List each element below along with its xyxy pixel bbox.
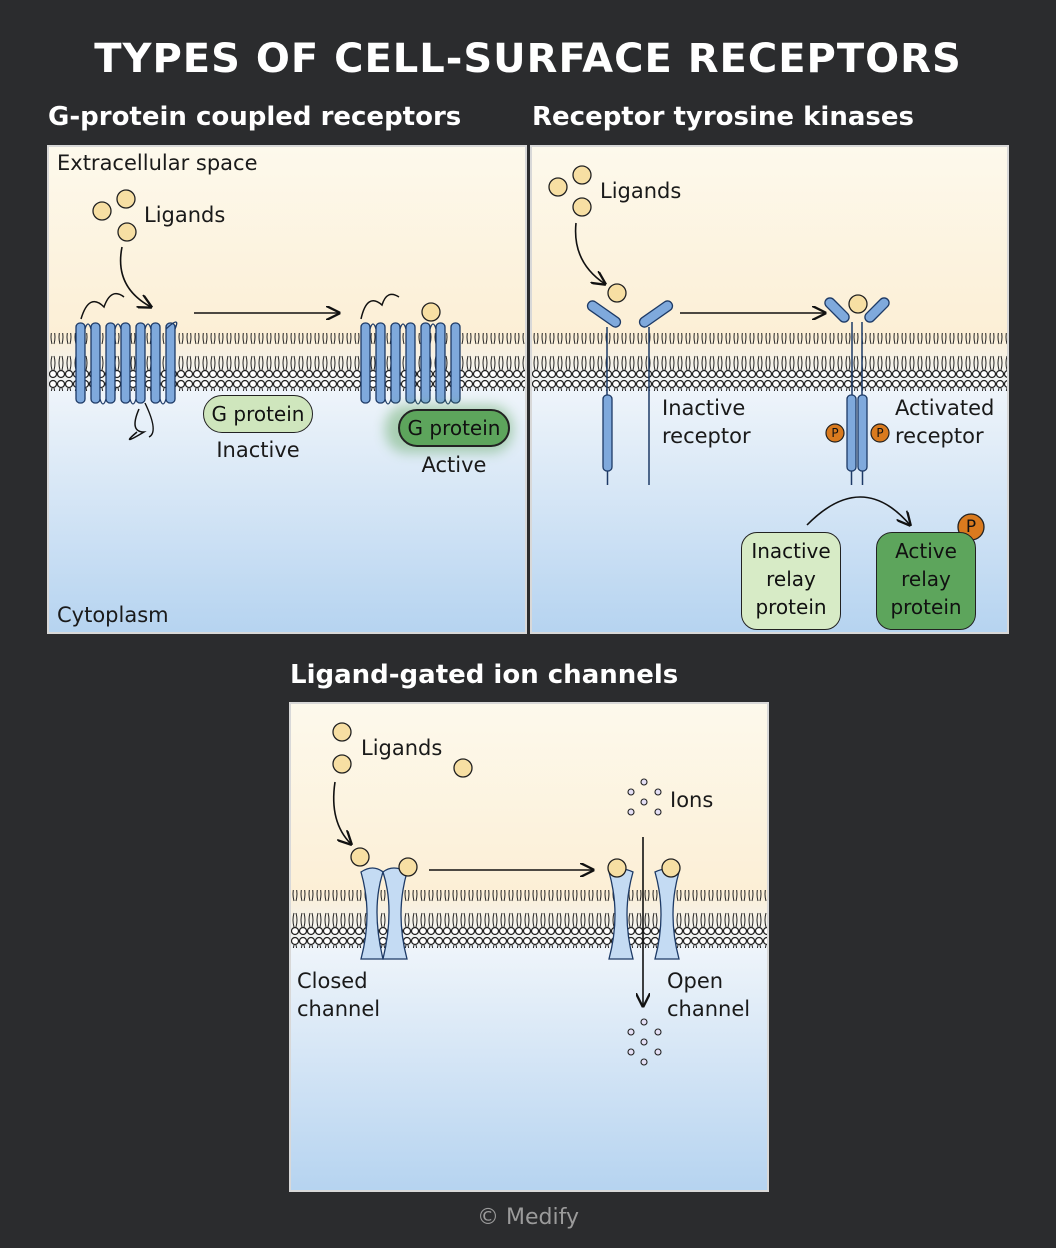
gpcr-ligands-label: Ligands — [144, 203, 226, 227]
phosphate-right — [870, 423, 890, 443]
phosphate-left-label: P — [831, 426, 839, 440]
gpcr-panel: Extracellular space Ligands G protein In… — [47, 145, 527, 634]
closed-channel-label-2: channel — [297, 997, 381, 1021]
active-relay-line-1: Active — [895, 539, 957, 563]
g-protein-inactive: G protein — [203, 395, 313, 433]
lgic-diagram — [291, 704, 767, 1190]
gpcr-diagram — [49, 147, 525, 632]
active-relay-line-2: relay — [901, 567, 951, 591]
gpcr-receptor-active — [360, 293, 461, 405]
gpcr-ligand-arrow — [119, 246, 151, 307]
phosphate-left — [825, 423, 845, 443]
ions-bottom — [627, 1018, 662, 1066]
rtk-receptor-inactive — [586, 300, 674, 485]
active-relay-line-3: protein — [890, 595, 962, 619]
rtk-ligands — [548, 165, 627, 303]
ions-top — [627, 778, 662, 816]
lgic-heading: Ligand-gated ion channels — [290, 660, 679, 690]
rtk-heading: Receptor tyrosine kinases — [532, 102, 914, 132]
gpcr-heading: G-protein coupled receptors — [48, 102, 462, 132]
phosphate-relay-label: P — [965, 517, 977, 537]
cytoplasm-label: Cytoplasm — [57, 603, 169, 627]
lgic-ligands — [332, 722, 473, 778]
rtk-ligands-label: Ligands — [600, 179, 682, 203]
g-protein-active: G protein — [398, 409, 510, 447]
rtk-ligand-arrow — [574, 222, 605, 284]
activated-receptor-label-1: Activated — [895, 396, 995, 420]
extracellular-label: Extracellular space — [57, 151, 258, 175]
inactive-relay-protein: Inactive relay protein — [741, 532, 841, 630]
copyright: © Medify — [477, 1205, 579, 1230]
phosphate-right-label: P — [876, 426, 884, 440]
main-title: TYPES OF CELL-SURFACE RECEPTORS — [94, 36, 962, 82]
ions-label: Ions — [670, 788, 714, 812]
gpcr-ligands — [92, 189, 137, 242]
lgic-ligands-label: Ligands — [361, 736, 443, 760]
closed-channel — [350, 847, 418, 960]
active-relay-protein: Active relay protein — [876, 532, 976, 630]
lgic-ligand-arrow — [332, 781, 351, 844]
inactive-relay-line-1: Inactive — [751, 539, 831, 563]
active-label: Active — [421, 453, 487, 477]
membrane — [291, 890, 767, 948]
inactive-relay-line-3: protein — [755, 595, 827, 619]
inactive-relay-line-2: relay — [766, 567, 816, 591]
rtk-receptor-active — [824, 294, 890, 485]
relay-activation-arrow — [806, 496, 910, 525]
inactive-receptor-label-1: Inactive — [662, 396, 746, 420]
activated-receptor-label-2: receptor — [895, 424, 984, 448]
closed-channel-label-1: Closed — [297, 969, 368, 993]
rtk-panel: Ligands Inactive receptor Activated rece… — [530, 145, 1009, 634]
open-channel-label-2: channel — [667, 997, 751, 1021]
open-channel-label-1: Open — [667, 969, 724, 993]
membrane — [532, 333, 1007, 391]
lgic-panel: Ligands Ions Closed channel Open channel — [289, 702, 769, 1192]
open-channel — [607, 858, 681, 960]
gpcr-receptor-inactive — [75, 292, 178, 441]
inactive-label: Inactive — [216, 438, 300, 462]
inactive-receptor-label-2: receptor — [662, 424, 751, 448]
